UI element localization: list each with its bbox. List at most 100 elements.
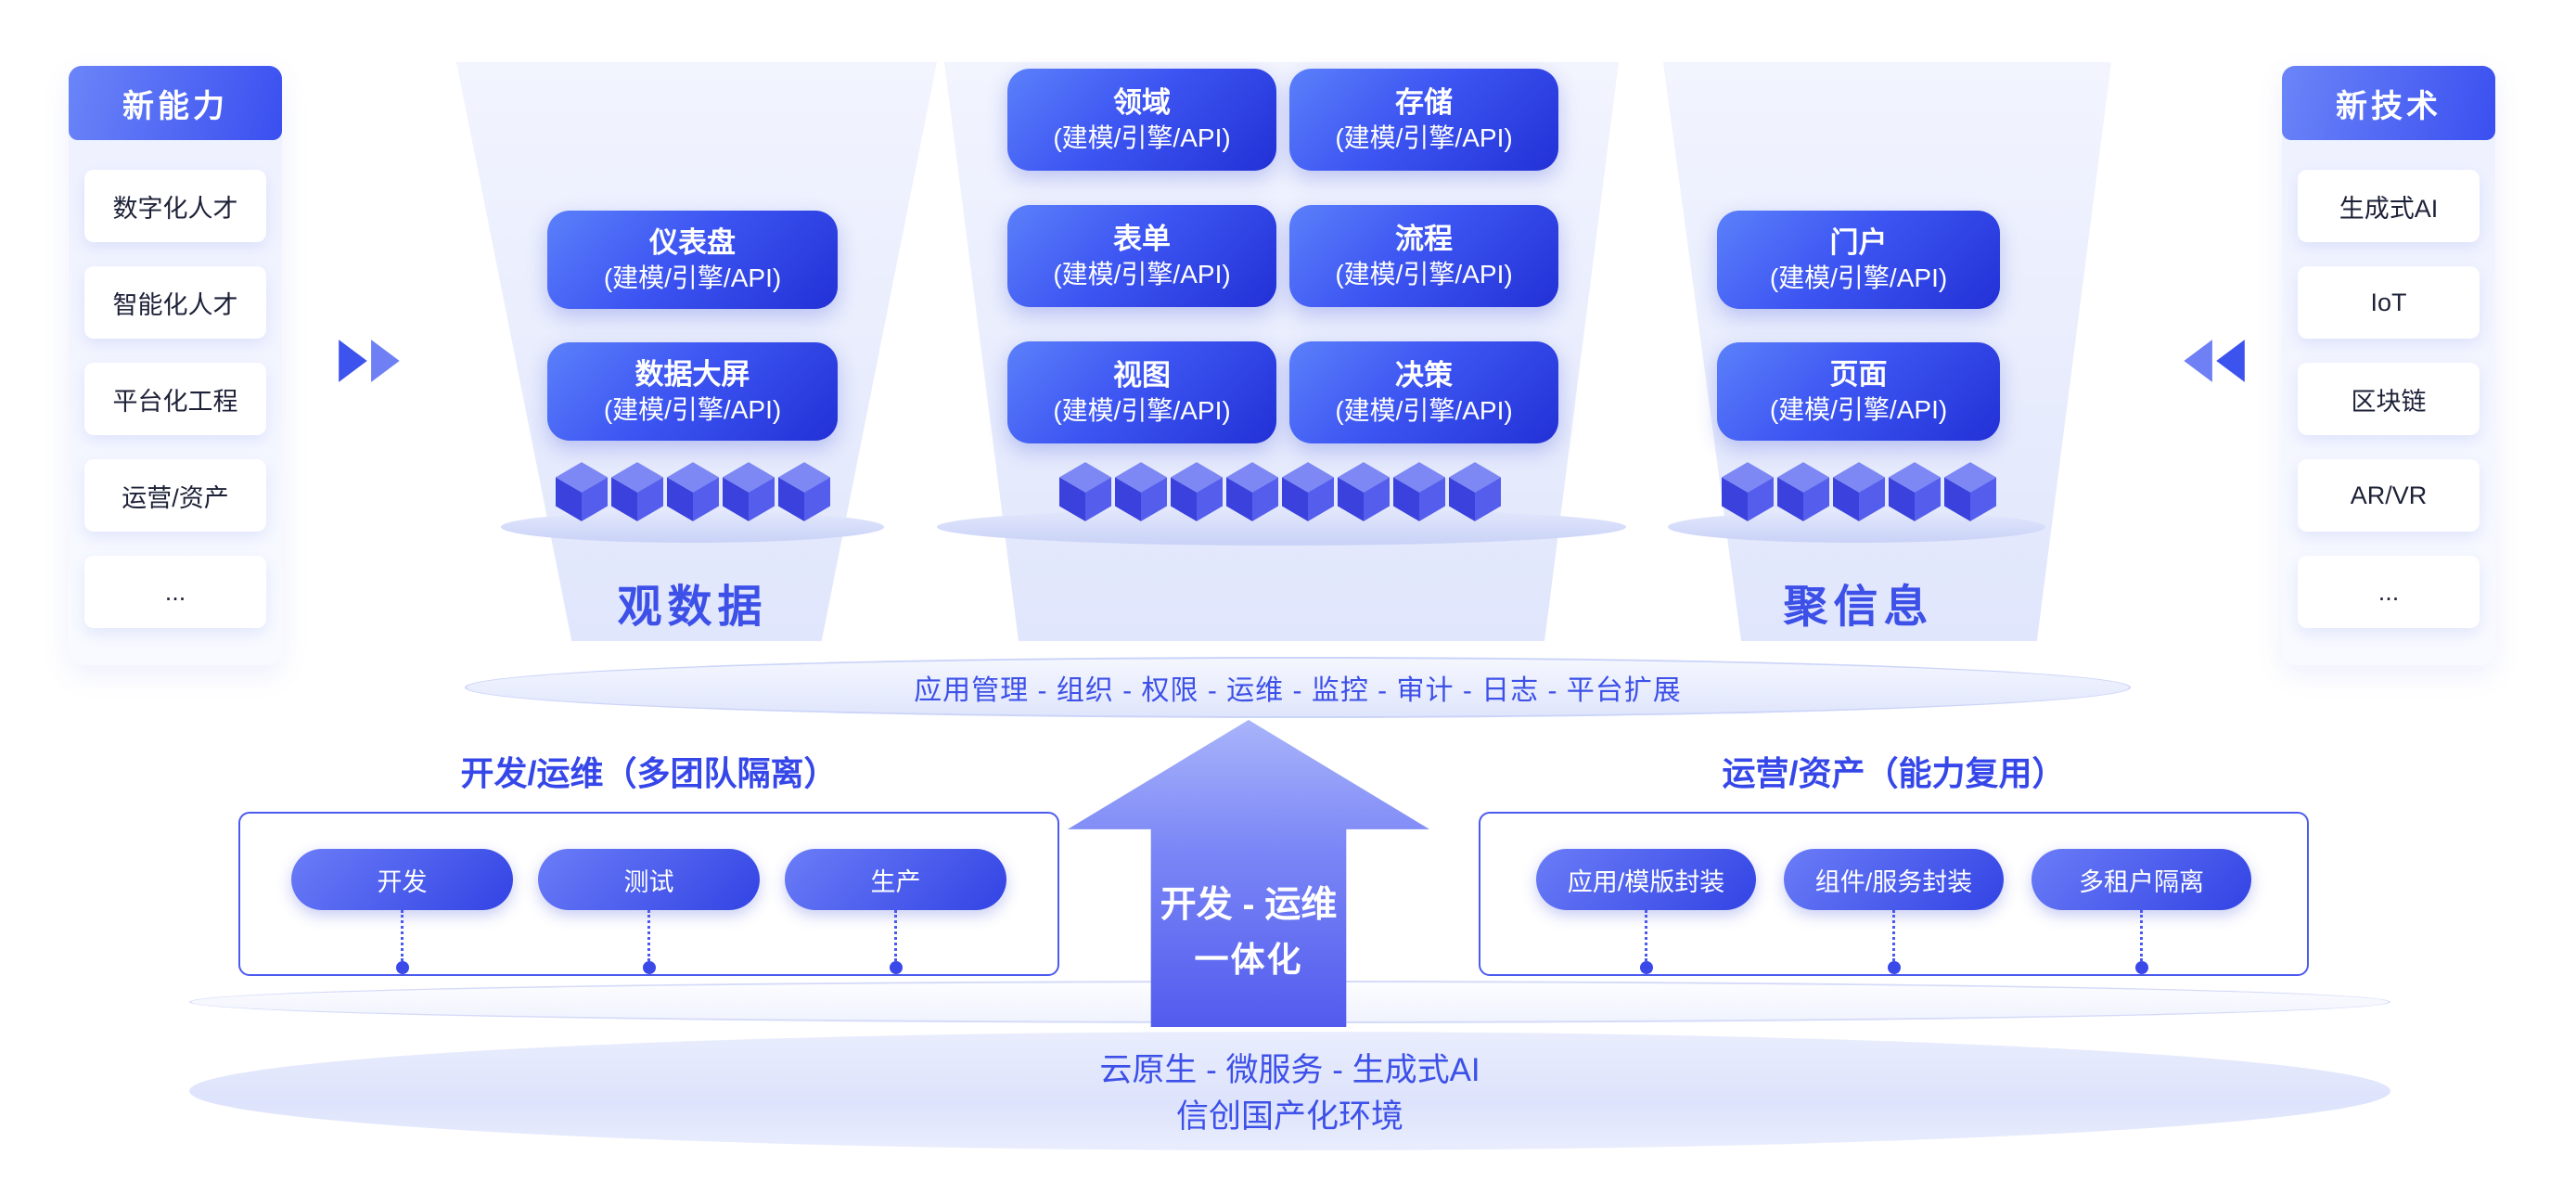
engine-block-name: 表单 [1113, 222, 1171, 255]
connector-dot-icon [889, 961, 903, 974]
connector-dot-icon [642, 961, 656, 974]
dotted-connector-line [401, 910, 404, 961]
engine-block-name: 页面 [1829, 357, 1888, 391]
environment-pill-label: 开发 [377, 867, 428, 896]
asset-pill-label: 应用/模版封装 [1567, 867, 1725, 896]
connector-dot-icon [2134, 961, 2148, 974]
backward-arrows-icon [2180, 339, 2247, 388]
cube-icon [777, 462, 830, 521]
new-capabilities-panel: 新能力 数字化人才 智能化人才 平台化工程 运营/资产 [69, 66, 282, 665]
engine-block-name: 领域 [1113, 85, 1171, 119]
environment-pill-label: 生产 [870, 867, 921, 896]
cube-icon [555, 462, 608, 521]
environment-pill: 开发 [291, 849, 513, 910]
new-capabilities-title: 新能力 [69, 66, 282, 140]
technology-item: IoT [2298, 266, 2480, 339]
engine-block: 仪表盘 (建模/引擎/API) [547, 211, 838, 309]
asset-pill-label: 多租户隔离 [2079, 867, 2204, 896]
engine-block-sub: (建模/引擎/API) [1335, 122, 1513, 152]
cube-icon [666, 462, 719, 521]
arrow-line1: 开发 - 运维 [1160, 885, 1338, 925]
engine-block-sub: (建模/引擎/API) [1053, 122, 1231, 152]
engine-block: 流程 (建模/引擎/API) [1289, 205, 1558, 307]
devops-group-box: 开发 测试 生产 [238, 812, 1059, 976]
engine-block-name: 流程 [1395, 222, 1453, 255]
engine-block-sub: (建模/引擎/API) [603, 263, 782, 292]
cube-icon [1059, 462, 1111, 521]
engine-block-sub: (建模/引擎/API) [603, 394, 782, 424]
asset-pill-label: 组件/服务封装 [1814, 867, 1973, 896]
funnel-right-label: 聚信息 [1783, 583, 1934, 632]
environment-column: 测试 [538, 849, 760, 974]
engine-block: 决策 (建模/引擎/API) [1289, 341, 1558, 443]
engine-block-name: 决策 [1395, 358, 1453, 392]
cube-icon [1943, 462, 1996, 521]
technology-item: 区块链 [2298, 363, 2480, 435]
connector-dot-icon [1639, 961, 1653, 974]
dotted-connector-line [647, 910, 650, 961]
new-technologies-title: 新技术 [2282, 66, 2495, 140]
dotted-connector-line [2140, 910, 2143, 961]
platform-services-bar: 应用管理 - 组织 - 权限 - 运维 - 监控 - 审计 - 日志 - 平台扩… [465, 657, 2131, 718]
forward-arrows-icon [337, 339, 404, 388]
technology-item: 生成式AI [2298, 170, 2480, 242]
cube-icon [1115, 462, 1167, 521]
engine-block: 数据大屏 (建模/引擎/API) [547, 342, 838, 441]
cube-icon [610, 462, 663, 521]
foundation-line1: 云原生 - 微服务 - 生成式AI [1099, 1052, 1480, 1088]
engine-block: 门户 (建模/引擎/API) [1717, 211, 2000, 309]
engine-block: 领域 (建模/引擎/API) [1007, 69, 1276, 171]
cube-icon [722, 462, 775, 521]
engine-block: 表单 (建模/引擎/API) [1007, 205, 1276, 307]
center-block-grid: 领域 (建模/引擎/API) 存储 (建模/引擎/API) 表单 (建模/引擎/… [1007, 69, 1558, 443]
environment-pill-label: 测试 [623, 867, 674, 896]
capability-item-label: 数字化人才 [112, 194, 238, 223]
environment-pill: 测试 [538, 849, 760, 910]
cube-icon [1776, 462, 1829, 521]
cube-icon [1721, 462, 1774, 521]
new-capabilities-list: 数字化人才 智能化人才 平台化工程 运营/资产 ... [69, 140, 282, 628]
capability-item: 平台化工程 [84, 363, 266, 435]
capability-item-label: 运营/资产 [122, 483, 229, 512]
cube-icon [1449, 462, 1501, 521]
new-technologies-list: 生成式AI IoT 区块链 AR/VR ... [2282, 140, 2495, 628]
engine-block-sub: (建模/引擎/API) [1769, 263, 1948, 292]
engine-block-name: 数据大屏 [634, 357, 750, 391]
right-block-stack: 门户 (建模/引擎/API) 页面 (建模/引擎/API) [1717, 211, 2000, 441]
foundation-line2: 信创国产化环境 [1175, 1098, 1403, 1135]
foundation-ellipse: 云原生 - 微服务 - 生成式AI 信创国产化环境 [189, 1032, 2390, 1150]
capability-item: 智能化人才 [84, 266, 266, 339]
cube-row-left [547, 462, 838, 521]
technology-item: AR/VR [2298, 459, 2480, 532]
environment-column: 生产 [785, 849, 1006, 974]
engine-block: 页面 (建模/引擎/API) [1717, 342, 2000, 441]
connector-dot-icon [1887, 961, 1901, 974]
engine-block-sub: (建模/引擎/API) [1769, 394, 1948, 424]
cube-icon [1226, 462, 1278, 521]
new-technologies-panel: 新技术 生成式AI IoT 区块链 AR/VR [2282, 66, 2495, 665]
engine-block: 视图 (建模/引擎/API) [1007, 341, 1276, 443]
technology-item-label: ... [2377, 577, 2400, 606]
capability-item: 运营/资产 [84, 459, 266, 532]
cube-row-right [1717, 462, 2000, 521]
capability-item: 数字化人才 [84, 170, 266, 242]
cube-icon [1888, 462, 1941, 521]
asset-pill: 组件/服务封装 [1784, 849, 2004, 910]
technology-item-label: 区块链 [2351, 387, 2427, 416]
cube-icon [1393, 462, 1445, 521]
cube-icon [1171, 462, 1223, 521]
cube-row-center [1016, 462, 1544, 521]
funnel-left-label: 观数据 [617, 583, 768, 632]
dotted-connector-line [894, 910, 897, 961]
engine-block: 存储 (建模/引擎/API) [1289, 69, 1558, 171]
capability-item: ... [84, 556, 266, 628]
capability-item-label: 智能化人才 [112, 290, 238, 319]
cube-icon [1832, 462, 1885, 521]
engine-block-name: 门户 [1829, 225, 1888, 259]
asset-pill: 多租户隔离 [2031, 849, 2251, 910]
capability-item-label: 平台化工程 [112, 387, 238, 416]
arrow-line2: 一体化 [1194, 941, 1303, 979]
technology-item-label: AR/VR [2350, 481, 2428, 509]
technology-item: ... [2298, 556, 2480, 628]
